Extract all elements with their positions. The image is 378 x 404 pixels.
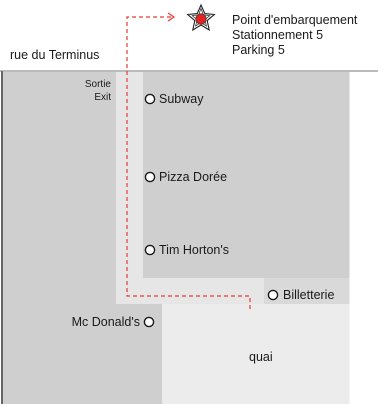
pickup-line-2: Stationnement 5 <box>232 28 324 42</box>
corridor <box>116 72 143 304</box>
corridor-bottom <box>116 278 264 304</box>
pizza-doree-marker-icon <box>144 171 156 183</box>
pickup-star-icon <box>186 3 216 32</box>
store-pizza-doree: Pizza Dorée <box>159 170 228 184</box>
platform-area <box>162 278 350 404</box>
pickup-line-3: Parking 5 <box>232 43 285 57</box>
store-subway: Subway <box>159 92 204 106</box>
exit-label-fr: Sortie <box>84 79 111 90</box>
ticket-area <box>264 278 350 304</box>
subway-marker-icon <box>144 93 156 105</box>
billetterie-marker-icon <box>267 289 279 301</box>
route-arrowhead <box>167 12 176 22</box>
store-mcdonalds: Mc Donald's <box>71 315 140 329</box>
ticket-office: Billetterie <box>283 288 335 302</box>
pickup-line-1: Point d'embarquement <box>232 13 358 27</box>
pickup-label: Point d'embarquement Stationnement 5 Par… <box>232 13 357 58</box>
tim-hortons-marker-icon <box>144 244 156 256</box>
route-line <box>126 16 251 309</box>
platform-label: quai <box>249 350 273 364</box>
mcdonalds-marker-icon <box>143 316 155 328</box>
street-name: rue du Terminus <box>10 48 100 62</box>
store-tim-hortons: Tim Horton's <box>159 243 229 257</box>
exit-label-en: Exit <box>94 92 111 103</box>
